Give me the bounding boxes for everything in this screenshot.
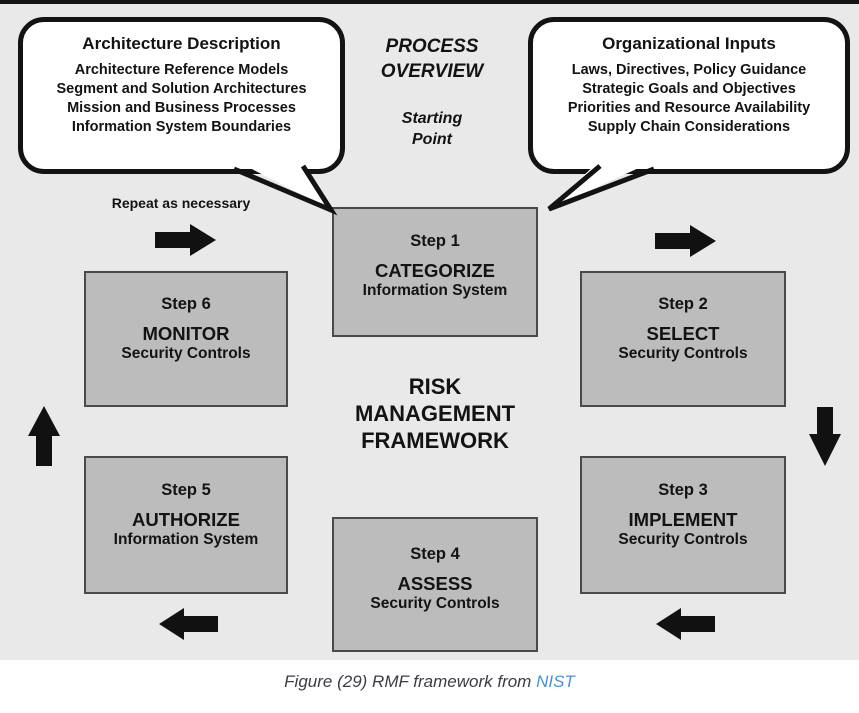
process-overview-heading: PROCESS OVERVIEW (380, 36, 484, 82)
bubble-line: Strategic Goals and Objectives (582, 81, 796, 97)
step-1-categorize-box: Step 1 CATEGORIZE Information System (332, 207, 538, 337)
step-4-assess-box: Step 4 ASSESS Security Controls (332, 517, 538, 652)
step-action: SELECT (646, 323, 720, 344)
nist-link[interactable]: NIST (536, 672, 575, 691)
arrow-down-icon (809, 407, 841, 466)
bubble-line: Mission and Business Processes (67, 100, 296, 116)
step-object: Information System (362, 282, 508, 299)
step-action: MONITOR (142, 323, 230, 344)
step-action: CATEGORIZE (375, 260, 495, 281)
bubble-line: Information System Boundaries (71, 119, 292, 135)
bubble-line: Priorities and Resource Availability (567, 100, 811, 116)
step-object: Security Controls (370, 595, 500, 612)
step-object: Security Controls (618, 345, 748, 362)
step-object: Security Controls (618, 531, 748, 548)
step-5-authorize-box: Step 5 AUTHORIZE Information System (84, 456, 288, 594)
arrow-left-icon (159, 608, 218, 640)
architecture-description-bubble: Architecture Description Architecture Re… (18, 17, 345, 174)
bubble-line: Segment and Solution Architectures (56, 81, 307, 97)
caption-text: Figure (29) RMF framework from (284, 672, 537, 691)
bubble-title: Organizational Inputs (602, 34, 776, 53)
bubble-title: Architecture Description (82, 34, 281, 53)
starting-point-label: Starting Point (401, 110, 463, 148)
step-number: Step 1 (410, 232, 460, 250)
step-number: Step 4 (410, 545, 460, 563)
arrow-left-icon (656, 608, 715, 640)
bubble-line: Architecture Reference Models (74, 62, 289, 78)
step-object: Security Controls (121, 345, 251, 362)
arrow-up-icon (28, 406, 60, 466)
step-object: Information System (113, 531, 259, 548)
arrow-right-icon (155, 224, 216, 256)
step-number: Step 2 (658, 295, 708, 313)
bubble-line: Supply Chain Considerations (587, 119, 791, 135)
step-6-monitor-box: Step 6 MONITOR Security Controls (84, 271, 288, 407)
arrow-right-icon (655, 225, 716, 257)
step-2-select-box: Step 2 SELECT Security Controls (580, 271, 786, 407)
step-number: Step 5 (161, 481, 211, 499)
rmf-diagram: Architecture Description Architecture Re… (0, 0, 859, 660)
organizational-inputs-bubble: Organizational Inputs Laws, Directives, … (528, 17, 850, 174)
risk-management-framework-label: RISK MANAGEMENT FRAMEWORK (354, 374, 516, 453)
step-3-implement-box: Step 3 IMPLEMENT Security Controls (580, 456, 786, 594)
step-number: Step 6 (161, 295, 211, 313)
step-number: Step 3 (658, 481, 708, 499)
repeat-as-necessary-label: Repeat as necessary (111, 195, 251, 211)
step-action: IMPLEMENT (628, 509, 738, 530)
figure-caption: Figure (29) RMF framework from NIST (0, 672, 859, 692)
step-action: AUTHORIZE (132, 509, 240, 530)
step-action: ASSESS (397, 573, 473, 594)
bubble-line: Laws, Directives, Policy Guidance (571, 62, 807, 78)
